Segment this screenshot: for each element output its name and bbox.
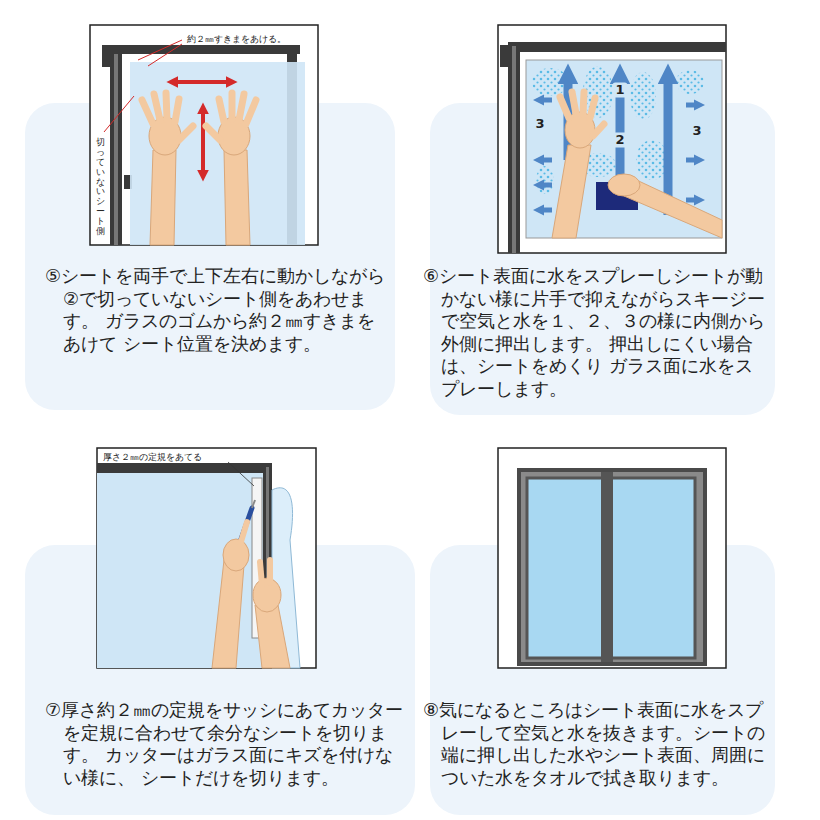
step7-illustration-part-part: [223, 539, 249, 571]
step8-illustration-part: [611, 478, 695, 658]
step6-illustration-part-part: [532, 68, 568, 96]
step6-illustration-part-part: [676, 70, 704, 94]
step5-illustration-part-part: [166, 93, 167, 119]
step6-illustration-part-part: [686, 198, 696, 203]
step-text: ⑦厚さ約２㎜の定規をサッシにあてカッター を定規に合わせて余分なシートを切ります…: [45, 699, 409, 789]
step5-illustration-part: [130, 62, 305, 245]
step6-illustration-part-part: [636, 140, 668, 180]
step-panel: ⑤シートを両手で上下左右に動かしながら ②で切っていないシート側をあわせます。 …: [45, 262, 391, 362]
step-panel: ⑧気になるところはシート表面に水をスプ レーして空気と水を抜きます。シートの 端…: [423, 696, 769, 796]
step5-illustration-part: [149, 117, 250, 245]
step5-illustration-part: [110, 45, 300, 54]
step5-illustration-part: [114, 49, 118, 245]
step7-illustration-part-part: [253, 578, 281, 612]
step6-illustration-part-part: [536, 166, 554, 194]
step7-illustration-part: [240, 522, 270, 585]
callout-number: 2: [612, 133, 627, 148]
step7-illustration-part-part: [212, 560, 244, 668]
step-panel: ⑥シート表面に水をスプレーしシートが動 かない様に片手で抑えながらスキージー で…: [423, 262, 769, 407]
step6-illustration-part-part: [560, 97, 569, 118]
step-text: ⑧気になるところはシート表面に水をスプ レーして空気と水を抜きます。シートの 端…: [423, 699, 769, 789]
callout-number: 3: [689, 124, 704, 139]
step6-illustration-part: [498, 25, 726, 253]
step5-illustration-part-part: [239, 94, 244, 120]
step6-illustration-part: [560, 92, 604, 136]
step5-illustration-part: [90, 25, 318, 245]
step5-illustration-part: [138, 40, 182, 60]
step7-illustration-part: [97, 448, 316, 668]
step5-illustration: [90, 25, 318, 245]
step7-illustration: [97, 448, 316, 668]
step5-illustration-part-part: [142, 100, 153, 124]
step6-illustration-part: [608, 174, 722, 238]
step-text: ⑥シート表面に水をスプレーしシートが動 かない様に片手で抑えながらスキージー で…: [423, 265, 769, 400]
step7-illustration-part-part: [255, 605, 290, 668]
step6-illustration-part: [526, 60, 722, 238]
step5-illustration-part: [148, 44, 182, 66]
step6-illustration-part-part: [583, 92, 584, 114]
callout-number: 1: [612, 83, 627, 98]
callout-label: 約２㎜すきまをあける。: [187, 34, 286, 44]
step5-illustration-part-part: [175, 99, 179, 122]
step5-illustration-part-part: [219, 99, 224, 122]
step8-illustration: [498, 448, 726, 668]
step8-illustration-part: [521, 472, 703, 662]
step7-illustration-part-part: [267, 560, 273, 583]
step7-illustration-part: [228, 462, 254, 486]
step6-illustration-part-part: [552, 145, 591, 238]
step6-illustration-part-part: [542, 98, 552, 103]
step7-illustration-part: [97, 463, 272, 473]
step-panel: ⑦厚さ約２㎜の定規をサッシにあてカッター を定規に合わせて余分なシートを切ります…: [45, 696, 409, 796]
step8-illustration-part: [498, 448, 726, 668]
callout-label: 厚さ２㎜の定規をあてる: [103, 452, 202, 462]
step6-illustration-part-part: [608, 174, 640, 196]
step6-illustration-part-part: [590, 98, 595, 118]
step6-illustration-part: [508, 42, 726, 52]
step5-illustration-part: [110, 45, 122, 245]
step8-illustration-part: [601, 472, 613, 662]
step7-illustration-part: [252, 500, 255, 508]
step6-illustration-part-part: [630, 72, 656, 120]
step6-illustration-part: [508, 42, 520, 253]
step6-illustration-part: [512, 46, 516, 253]
step5-illustration-part: [201, 112, 205, 172]
step6-illustration-part-part: [542, 208, 552, 213]
step5-illustration-part: [176, 80, 228, 84]
step5-illustration-part-part: [154, 94, 160, 120]
step5-illustration-part: [104, 96, 134, 132]
step6-illustration-part-part: [572, 92, 576, 114]
step5-illustration-part-part: [224, 150, 250, 245]
step6-illustration-part-part: [686, 103, 696, 108]
step5-illustration-part-part: [179, 126, 193, 140]
step7-illustration-part: [97, 473, 263, 668]
callout-label: 切っていないシート側: [96, 138, 105, 237]
step-text: ⑤シートを両手で上下左右に動かしながら ②で切っていないシート側をあわせます。 …: [45, 265, 391, 355]
step6-illustration-part-part: [593, 124, 604, 136]
step6-illustration-part-part: [686, 158, 696, 163]
step5-illustration-part-part: [206, 126, 220, 140]
step7-illustration-part-part: [240, 522, 247, 545]
step6-illustration-part-part: [542, 158, 552, 163]
step5-illustration-part-part: [229, 93, 236, 119]
step8-illustration-part: [527, 478, 603, 658]
step5-illustration-part-part: [150, 150, 176, 245]
step5-illustration-part-part: [246, 100, 256, 124]
step8-illustration-part: [517, 468, 707, 666]
step5-illustration-part: [142, 93, 256, 140]
step6-illustration-part-part: [542, 183, 552, 188]
step7-illustration-part-part: [260, 562, 262, 585]
step7-illustration-part: [212, 539, 290, 668]
callout-number: 3: [532, 117, 547, 132]
step6-illustration-part-part: [583, 66, 613, 118]
step6-illustration: [498, 25, 726, 253]
step6-illustration-part: [552, 112, 595, 238]
